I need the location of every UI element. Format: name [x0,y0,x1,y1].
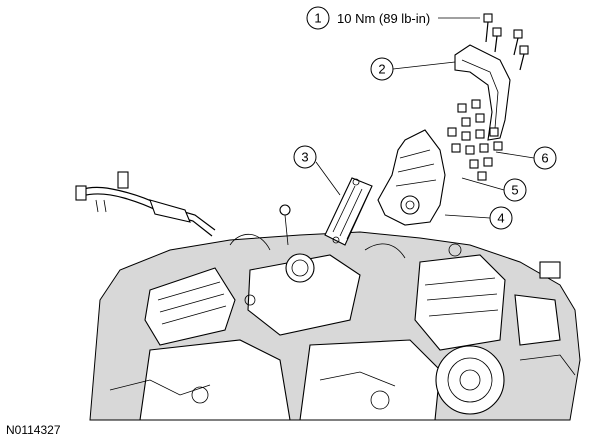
callout-3-circle [293,145,317,169]
callout-5: 5 [503,178,527,202]
callout-6-number: 6 [541,151,548,166]
leader-lines [315,17,535,219]
callout-2: 2 [370,57,394,81]
callout-2-number: 2 [378,62,385,77]
callout-3: 3 [293,145,317,169]
gasket [324,177,373,246]
callout-4-circle [489,206,513,230]
harness-bracket [454,44,511,141]
wiring-harness [75,171,216,237]
callout-5-circle [503,178,527,202]
callout-1: 1 10 Nm (89 lb-in) [306,6,430,30]
callout-1-torque: 10 Nm (89 lb-in) [337,11,430,26]
callout-6-circle [533,146,557,170]
callout-6: 6 [533,146,557,170]
bolts [483,13,529,71]
connector-clips [447,99,503,181]
callout-1-circle [306,6,330,30]
callout-5-number: 5 [511,183,518,198]
figure-id: N0114327 [6,423,61,437]
callout-3-number: 3 [301,150,308,165]
fuel-rail-bracket [377,129,446,226]
callout-4: 4 [489,206,513,230]
callout-2-circle [370,57,394,81]
engine-assembly [89,204,581,421]
callout-1-number: 1 [314,11,321,26]
callout-4-number: 4 [497,211,504,226]
